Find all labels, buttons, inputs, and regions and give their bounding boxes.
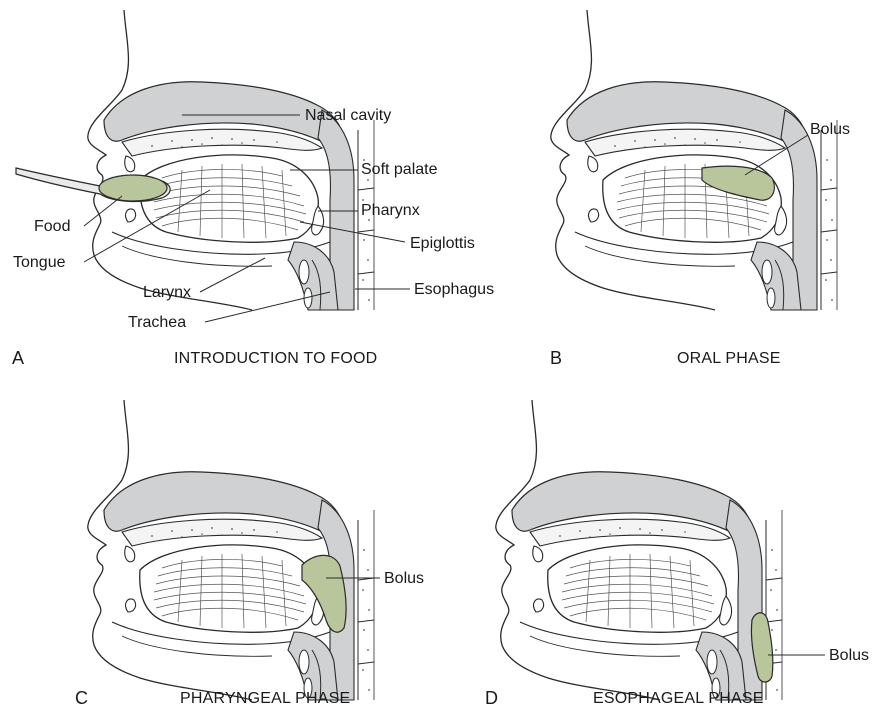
panel-b-illustration: [551, 10, 837, 310]
label-food: Food: [34, 218, 70, 236]
label-bolus-b: Bolus: [810, 121, 850, 139]
panel-letter-b: B: [550, 348, 562, 369]
panel-letter-c: C: [75, 688, 88, 709]
label-tongue: Tongue: [13, 254, 66, 272]
label-trachea: Trachea: [128, 314, 186, 332]
label-soft-palate: Soft palate: [361, 161, 438, 179]
panel-caption-c: PHARYNGEAL PHASE: [180, 690, 350, 708]
panel-d-illustration: [496, 400, 782, 700]
label-larynx: Larynx: [143, 284, 191, 302]
panel-caption-d: ESOPHAGEAL PHASE: [593, 690, 764, 708]
panel-c-illustration: [88, 400, 374, 700]
label-esophagus: Esophagus: [414, 281, 494, 299]
label-bolus-d: Bolus: [829, 647, 872, 665]
panel-caption-a: INTRODUCTION TO FOOD: [174, 350, 377, 368]
panel-letter-a: A: [12, 348, 24, 369]
panel-caption-b: ORAL PHASE: [677, 350, 781, 368]
panel-a-illustration: [88, 10, 374, 310]
label-epiglottis: Epiglottis: [410, 235, 475, 253]
label-nasal-cavity: Nasal cavity: [305, 107, 391, 125]
label-pharynx: Pharynx: [361, 202, 420, 220]
panel-letter-d: D: [485, 688, 498, 709]
label-bolus-c: Bolus: [384, 570, 424, 588]
food-shape: [99, 175, 167, 201]
